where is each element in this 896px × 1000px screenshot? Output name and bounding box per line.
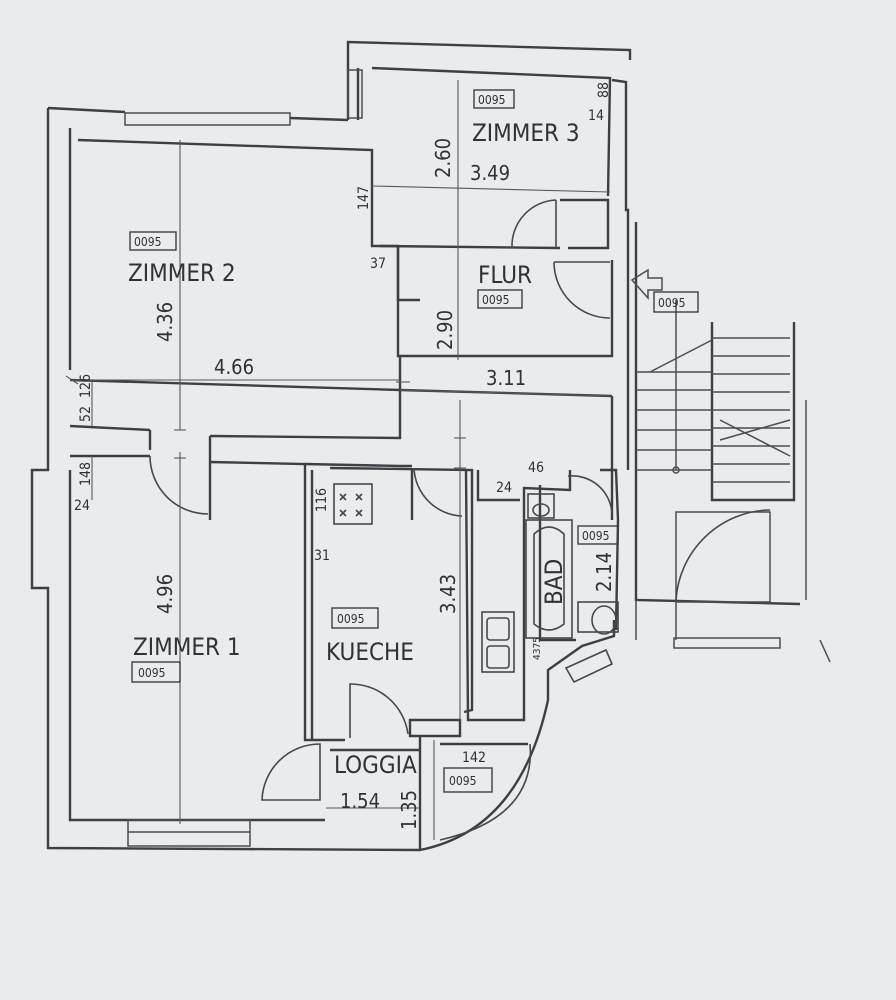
bad-code: 0095 — [582, 529, 609, 543]
loggia-label: LOGGIA — [334, 751, 417, 779]
num-142: 142 — [462, 750, 486, 766]
num-24-bath: 24 — [496, 480, 512, 496]
zimmer2-code: 0095 — [134, 235, 161, 249]
room-tags — [129, 89, 699, 793]
num-148: 148 — [78, 462, 94, 486]
flur-label: FLUR — [478, 261, 532, 289]
kueche-label: KUECHE — [326, 638, 414, 666]
dim-bad-height: 2.14 — [592, 552, 616, 592]
num-126: 126 — [78, 374, 94, 398]
loggia-code: 0095 — [449, 774, 476, 788]
num-14: 14 — [588, 108, 604, 124]
outer-walls — [30, 40, 632, 852]
dim-z3-width: 3.49 — [470, 161, 510, 185]
num-31: 31 — [314, 548, 330, 564]
num-116: 116 — [314, 488, 330, 512]
zimmer1-code: 0095 — [138, 666, 165, 680]
dim-loggia-width: 1.54 — [340, 789, 380, 813]
num-24-left: 24 — [74, 498, 90, 514]
dim-flur-height: 2.90 — [433, 310, 457, 350]
windows — [124, 69, 781, 847]
dim-kueche-height: 3.43 — [436, 574, 460, 614]
dim-z3-height: 2.60 — [431, 138, 455, 178]
dim-z2-width: 4.66 — [214, 355, 254, 379]
bad-label: BAD — [540, 559, 568, 605]
num-52: 52 — [78, 406, 94, 422]
stair-code: 0095 — [658, 296, 685, 310]
doors — [149, 199, 613, 841]
num-147: 147 — [356, 186, 372, 210]
flur-code: 0095 — [482, 293, 509, 307]
dimension-lines — [65, 80, 613, 840]
fixtures — [333, 483, 619, 684]
dim-z2-height: 4.36 — [153, 302, 177, 342]
zimmer2-label: ZIMMER 2 — [128, 259, 236, 287]
num-37: 37 — [370, 256, 386, 272]
zimmer3-code: 0095 — [478, 93, 505, 107]
num-46: 46 — [528, 460, 544, 476]
kueche-code: 0095 — [337, 612, 364, 626]
dim-z1-height: 4.96 — [153, 574, 177, 614]
zimmer1-label: ZIMMER 1 — [133, 633, 241, 661]
dim-loggia-height: 1.35 — [397, 790, 421, 830]
zimmer3-label: ZIMMER 3 — [472, 119, 580, 147]
dim-flur-width: 3.11 — [486, 366, 526, 390]
num-88: 88 — [596, 82, 612, 98]
num-4375: 4375 — [532, 637, 543, 660]
stairwell — [630, 222, 831, 663]
